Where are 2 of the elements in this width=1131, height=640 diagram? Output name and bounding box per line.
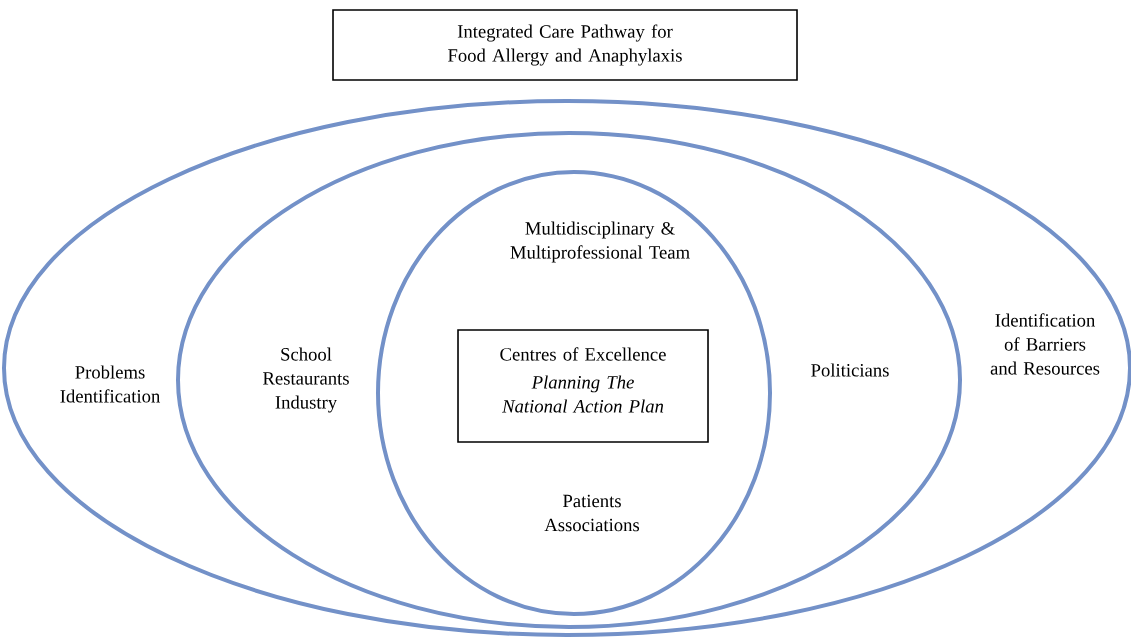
text-box: Integrated Care Pathway for Food Allergy and Anaphylaxis xyxy=(332,9,798,81)
text-box: Centres of Excellence Planning The National Action Plan xyxy=(457,329,709,443)
